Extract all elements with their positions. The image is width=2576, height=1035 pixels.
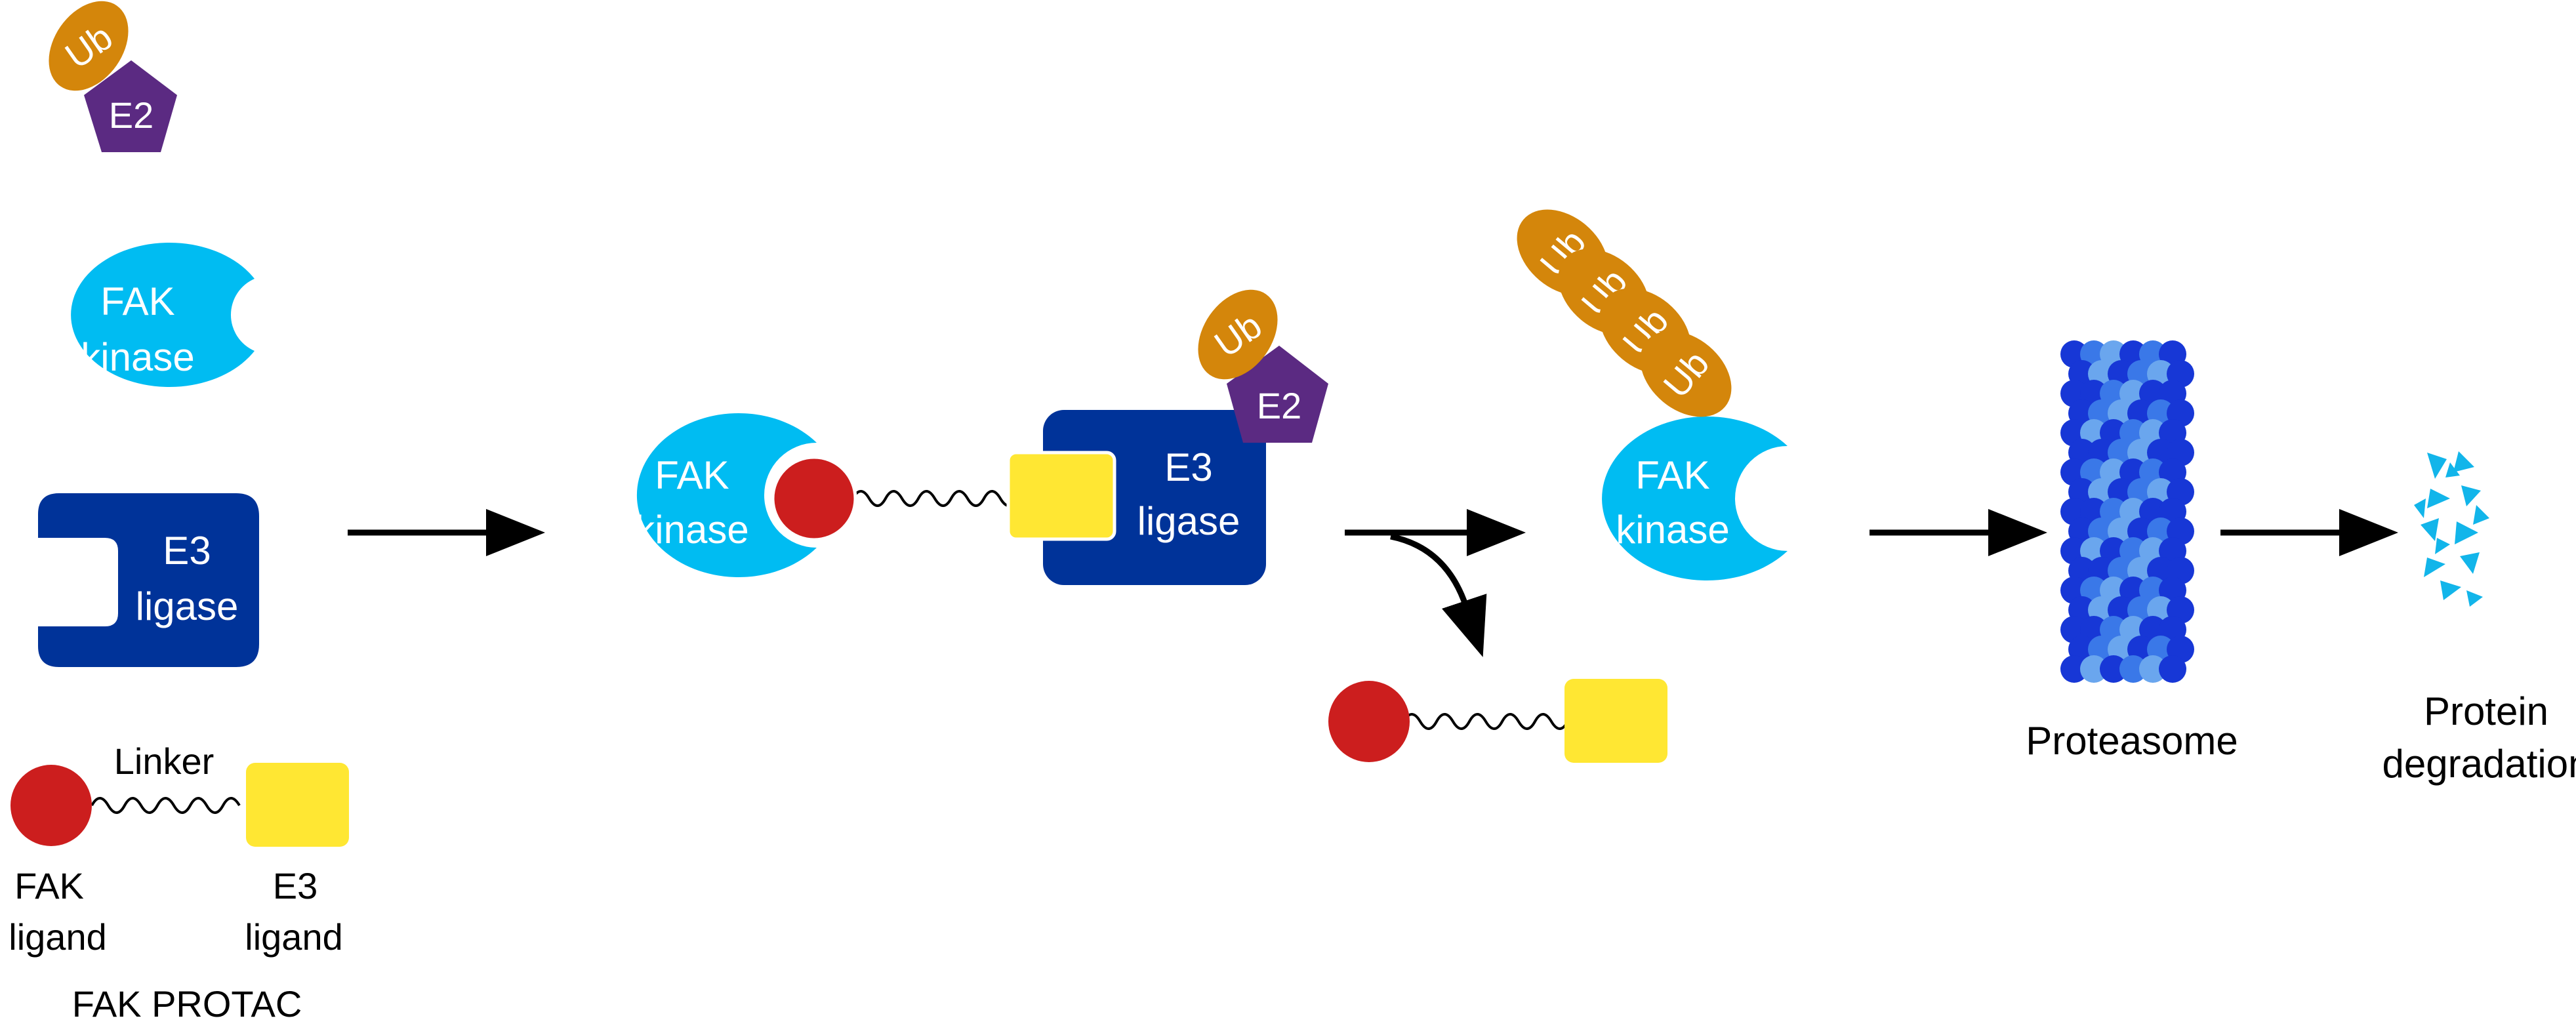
ternary-e3-label-line1: E3 <box>1164 445 1212 489</box>
protein-fragment <box>2421 518 2439 541</box>
ternary-fak-ligand <box>771 455 857 542</box>
legend-fak-kinase: FAK kinase <box>71 243 255 387</box>
legend-fak-label-line2: kinase <box>81 335 194 379</box>
protein-fragment <box>2466 590 2483 607</box>
legend-fak-ligand-label-line2: ligand <box>9 916 106 958</box>
legend-e3-label-line1: E3 <box>163 529 211 573</box>
released-e3-ligand <box>1564 679 1667 763</box>
proteasome-label: Proteasome <box>2026 719 2238 763</box>
legend-fak-ligand-circle <box>10 765 92 846</box>
arrow-step-2-branch <box>1390 533 1487 657</box>
legend-linker-wave <box>91 797 241 814</box>
legend-e2-label: E2 <box>109 94 154 136</box>
proteasome-subunit <box>2080 655 2108 683</box>
protein-fragment <box>2461 485 2481 506</box>
degradation-label-line1: Protein <box>2424 689 2548 733</box>
protein-fragment <box>2435 538 2450 554</box>
legend-linker-label: Linker <box>114 741 215 782</box>
legend-e3-label-line2: ligase <box>136 584 239 628</box>
protein-fragment <box>2455 521 2478 544</box>
protein-fragments <box>2414 451 2489 607</box>
legend-e3-shape <box>38 493 259 667</box>
ternary-e3-ligand <box>1006 451 1116 541</box>
ternary-fak-label-line2: kinase <box>635 508 748 552</box>
ub-fak-shape <box>1602 416 1788 580</box>
degradation-label-line2: degradation <box>2382 742 2576 786</box>
ternary-complex: E3 ligase E2 Ub FAK kinase <box>635 289 1328 585</box>
proteasome-subunit <box>2060 655 2088 683</box>
legend-e3-ligand-label-line2: ligand <box>245 916 342 958</box>
ub-chain-oval <box>1640 331 1732 417</box>
legend-protac: Linker FAK ligand E3 ligand FAK PROTAC <box>9 741 349 1025</box>
proteasome <box>2060 340 2194 683</box>
released-protac <box>1328 679 1667 763</box>
legend-protac-label: FAK PROTAC <box>72 983 302 1025</box>
protein-fragment <box>2440 580 2461 600</box>
proteasome-subunit <box>2100 655 2127 683</box>
ternary-ub-oval <box>1198 289 1278 380</box>
ternary-fak-shape <box>636 413 817 578</box>
protein-fragment <box>2424 558 2445 577</box>
legend-e3-ligase: E3 ligase <box>38 493 259 667</box>
ternary-e3-label-line2: ligase <box>1137 499 1240 543</box>
protein-fragment <box>2460 552 2480 574</box>
protein-fragment <box>2427 453 2447 479</box>
protein-fragment <box>2445 462 2460 477</box>
ub-fak-label-line1: FAK <box>1635 453 1709 497</box>
legend-ub-oval <box>49 1 129 91</box>
proteasome-subunit <box>2139 655 2167 683</box>
ub-fak-label-line2: kinase <box>1616 508 1729 552</box>
legend-e2-pentagon <box>84 60 177 152</box>
proteasome-subunit <box>2119 655 2147 683</box>
protein-fragment <box>2473 505 2489 525</box>
legend-fak-shape <box>71 243 255 387</box>
legend-e3-ligand-square <box>246 763 349 847</box>
protein-fragment <box>2453 451 2474 472</box>
legend-fak-ligand-label-line1: FAK <box>14 865 84 906</box>
legend-e3-ligand-label-line1: E3 <box>273 865 318 906</box>
protein-fragment <box>2427 489 2450 508</box>
released-fak-ligand <box>1328 681 1410 762</box>
ternary-e2-label: E2 <box>1257 385 1302 426</box>
released-linker-wave <box>1402 713 1585 730</box>
proteasome-subunit <box>2159 655 2186 683</box>
ternary-e2-pentagon <box>1227 346 1328 443</box>
legend-fak-label-line1: FAK <box>100 279 174 323</box>
ternary-fak-label-line1: FAK <box>655 453 729 497</box>
legend-e2-ub: E2 Ub <box>49 1 177 152</box>
arrow-step-2 <box>1345 509 1526 657</box>
protein-fragment <box>2414 498 2426 518</box>
